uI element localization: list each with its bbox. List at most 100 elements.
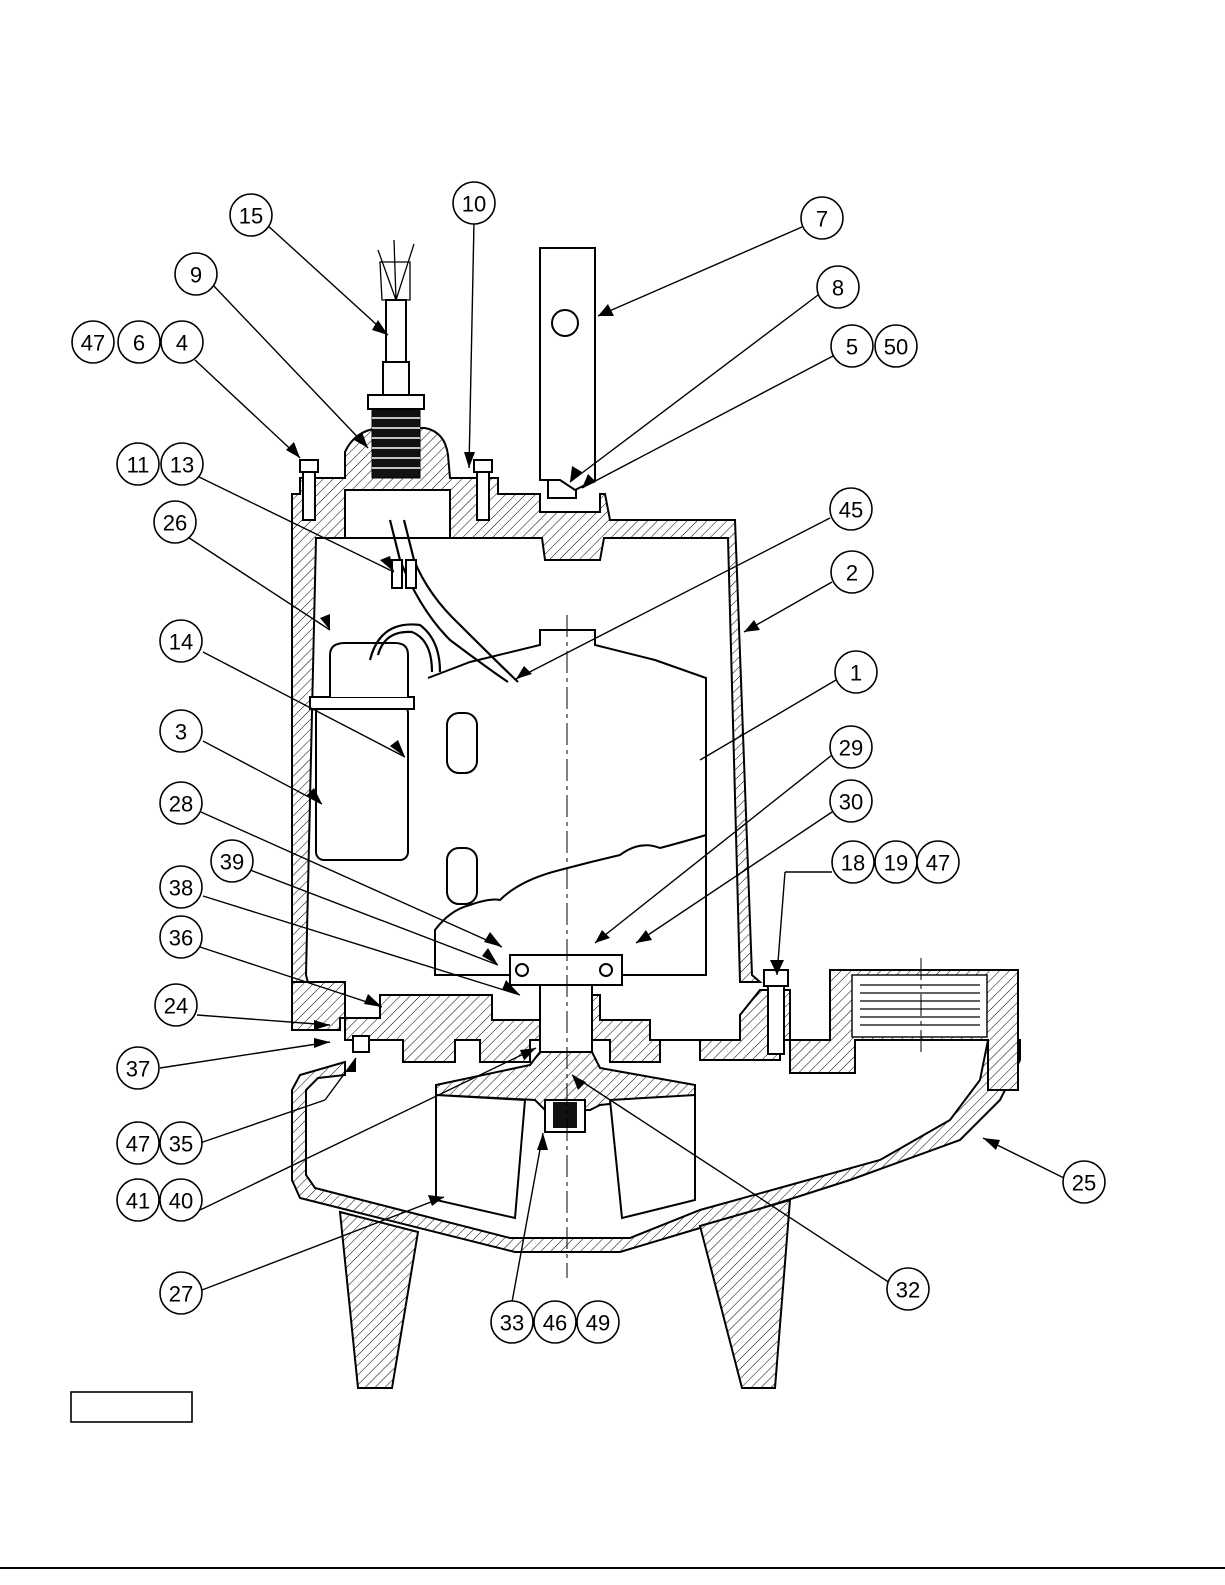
callout-33: 33 — [491, 1301, 533, 1343]
callout-29: 29 — [830, 726, 872, 768]
callout-number: 40 — [169, 1189, 193, 1214]
discharge-threads — [852, 975, 987, 1037]
callout-number: 50 — [884, 335, 908, 360]
callout-4: 4 — [161, 321, 203, 363]
callout-11: 11 — [117, 443, 159, 485]
callout-number: 29 — [839, 736, 863, 761]
callout-2: 2 — [831, 551, 873, 593]
callout-number: 47 — [81, 331, 105, 356]
callout-35: 35 — [160, 1122, 202, 1164]
cord-opening — [345, 490, 450, 538]
callout-number: 14 — [169, 630, 193, 655]
callout-number: 47 — [126, 1132, 150, 1157]
callout-36: 36 — [160, 916, 202, 958]
callout-number: 8 — [832, 276, 844, 301]
callout-1: 1 — [835, 651, 877, 693]
callout-8: 8 — [817, 266, 859, 308]
callout-number: 10 — [462, 192, 486, 217]
callout-number: 35 — [169, 1132, 193, 1157]
callout-47: 47 — [917, 841, 959, 883]
callout-40: 40 — [160, 1179, 202, 1221]
callout-number: 47 — [926, 851, 950, 876]
callout-number: 27 — [169, 1282, 193, 1307]
callout-number: 5 — [846, 335, 858, 360]
callout-number: 7 — [816, 207, 828, 232]
callout-38: 38 — [160, 866, 202, 908]
cord-nut — [368, 395, 424, 409]
callout-number: 3 — [175, 720, 187, 745]
handle-hole — [552, 310, 578, 336]
callout-number: 46 — [543, 1311, 567, 1336]
callout-number: 38 — [169, 876, 193, 901]
impeller-vane-right — [610, 1095, 695, 1218]
leg-right — [700, 1200, 790, 1388]
callout-37: 37 — [117, 1047, 159, 1089]
callout-number: 19 — [884, 851, 908, 876]
plug-screw — [353, 1036, 369, 1052]
cord-sleeve — [383, 362, 409, 395]
callout-50: 50 — [875, 325, 917, 367]
callout-39: 39 — [211, 840, 253, 882]
callout-number: 9 — [190, 263, 202, 288]
capacitor-top — [330, 643, 408, 697]
callout-number: 18 — [841, 851, 865, 876]
callout-26: 26 — [154, 501, 196, 543]
power-cord — [386, 300, 406, 362]
callout-number: 32 — [896, 1278, 920, 1303]
callout-5: 5 — [831, 325, 873, 367]
capacitor-cap — [310, 697, 414, 709]
callout-13: 13 — [161, 443, 203, 485]
callout-number: 2 — [846, 561, 858, 586]
callout-7: 7 — [801, 197, 843, 239]
callout-number: 33 — [500, 1311, 524, 1336]
leg-left — [340, 1212, 418, 1388]
capacitor — [316, 705, 408, 860]
callout-number: 30 — [839, 790, 863, 815]
top-bolt-right — [474, 460, 492, 472]
callout-number: 6 — [133, 331, 145, 356]
callout-number: 39 — [220, 850, 244, 875]
callout-41: 41 — [117, 1179, 159, 1221]
terminal-left — [392, 560, 402, 588]
callout-number: 49 — [586, 1311, 610, 1336]
motor-slot-lower — [447, 848, 477, 904]
callout-number: 11 — [127, 453, 150, 478]
callout-10: 10 — [453, 182, 495, 224]
callout-number: 37 — [126, 1057, 150, 1082]
callout-number: 41 — [126, 1189, 150, 1214]
pump-drawing — [292, 240, 1020, 1388]
callout-49: 49 — [577, 1301, 619, 1343]
callout-15: 15 — [230, 194, 272, 236]
motor-slot-upper — [447, 713, 477, 773]
callout-number: 26 — [163, 511, 187, 536]
callout-32: 32 — [887, 1268, 929, 1310]
impeller-vane-left — [436, 1095, 525, 1218]
callout-18: 18 — [832, 841, 874, 883]
callout-28: 28 — [160, 782, 202, 824]
callout-6: 6 — [118, 321, 160, 363]
callout-30: 30 — [830, 780, 872, 822]
callout-9: 9 — [175, 253, 217, 295]
callout-number: 24 — [164, 994, 188, 1019]
callout-45: 45 — [830, 488, 872, 530]
callout-number: 28 — [169, 792, 193, 817]
callout-27: 27 — [160, 1272, 202, 1314]
callout-number: 36 — [169, 926, 193, 951]
callout-14: 14 — [160, 620, 202, 662]
cord-wires — [378, 240, 414, 300]
callout-47: 47 — [117, 1122, 159, 1164]
callout-number: 1 — [850, 661, 862, 686]
callout-number: 4 — [176, 331, 188, 356]
terminal-right — [406, 560, 416, 588]
callout-number: 13 — [170, 453, 194, 478]
lifting-handle — [540, 248, 595, 490]
callout-47: 47 — [72, 321, 114, 363]
callout-3: 3 — [160, 710, 202, 752]
callout-24: 24 — [155, 984, 197, 1026]
callout-number: 45 — [839, 498, 863, 523]
callout-number: 25 — [1072, 1171, 1096, 1196]
callout-46: 46 — [534, 1301, 576, 1343]
callout-number: 15 — [239, 204, 263, 229]
top-bolt-left — [300, 460, 318, 472]
